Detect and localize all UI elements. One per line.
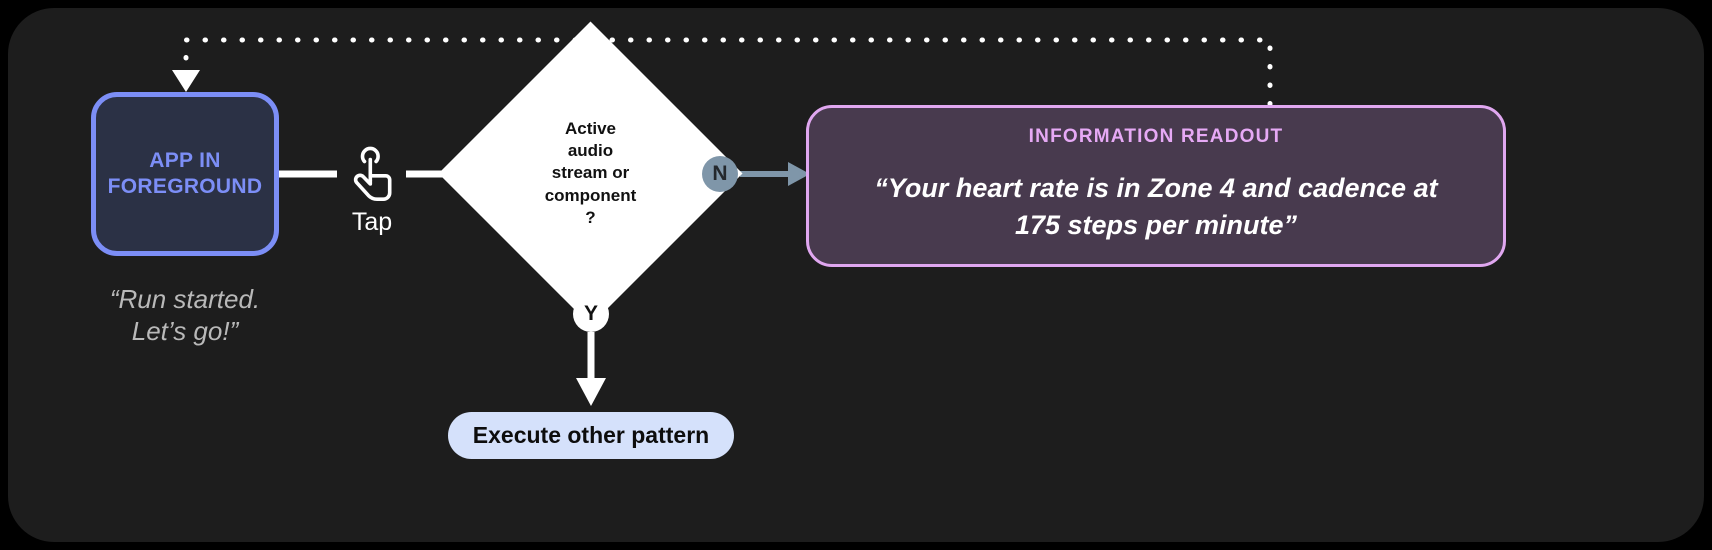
readout-body-line1: “Your heart rate is in Zone 4 and cadenc… — [874, 173, 1438, 203]
app-node-label-line2: FOREGROUND — [107, 175, 263, 198]
node-app-in-foreground[interactable]: APP IN FOREGROUND — [91, 92, 279, 256]
decision-label: Active audio stream or component ? — [483, 66, 698, 281]
decision-line4: component — [544, 185, 637, 205]
panel-information-readout[interactable]: INFORMATION READOUT “Your heart rate is … — [806, 105, 1506, 267]
readout-title: INFORMATION READOUT — [1028, 126, 1284, 147]
tap-label: Tap — [351, 208, 393, 236]
decision-line3: stream or — [551, 163, 630, 183]
gesture-tap: Tap — [336, 146, 408, 237]
tap-hand-icon — [336, 146, 408, 206]
branch-badge-no: N — [702, 156, 738, 192]
decision-line5: ? — [585, 207, 596, 227]
app-node-label-line1: APP IN — [149, 149, 221, 173]
readout-body: “Your heart rate is in Zone 4 and cadenc… — [843, 170, 1469, 245]
decision-line1: Active — [564, 119, 616, 139]
readout-body-line2: 175 steps per minute” — [1014, 210, 1298, 241]
node-execute-other-pattern[interactable]: Execute other pattern — [448, 412, 734, 459]
branch-badge-yes: Y — [573, 296, 609, 332]
app-caption-line2: Let’s go!” — [131, 315, 239, 346]
node-decision-audio-stream[interactable]: Active audio stream or component ? — [438, 21, 743, 326]
diagram-frame — [8, 8, 1704, 542]
decision-line2: audio — [567, 141, 614, 161]
app-node-label: APP IN FOREGROUND — [108, 148, 263, 199]
app-node-caption: “Run started. Let’s go!” — [61, 284, 309, 347]
app-caption-line1: “Run started. — [109, 284, 261, 314]
